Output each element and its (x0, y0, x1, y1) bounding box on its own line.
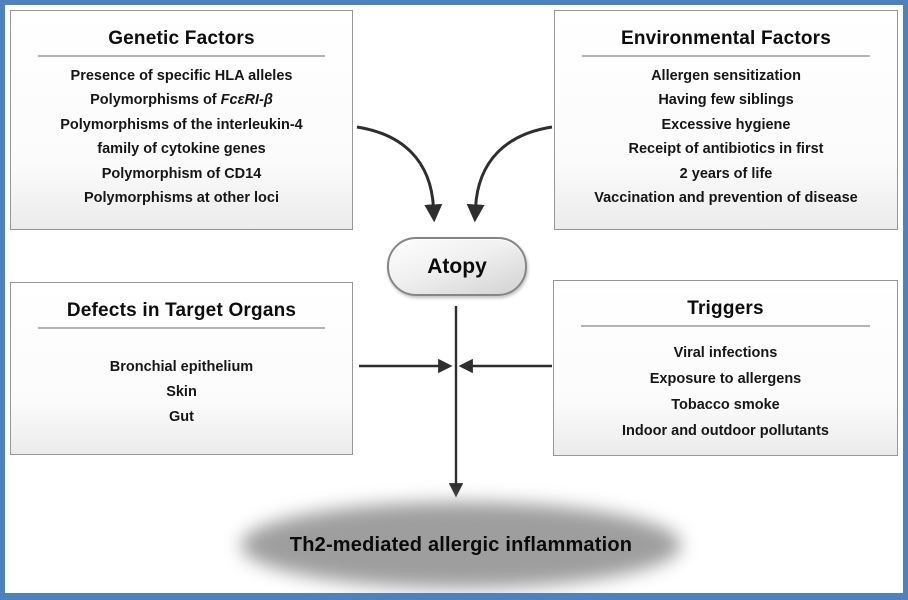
box-item: Vaccination and prevention of disease (594, 190, 858, 206)
box-item: Polymorphisms of FcεRI-β (90, 92, 273, 108)
defects-in-target-organs-box: Defects in Target Organs Bronchial epith… (10, 282, 353, 455)
box-item: Having few siblings (658, 92, 794, 108)
box-item: Skin (166, 383, 197, 400)
environment-to-atopy-arrow (466, 125, 553, 223)
genetic-to-atopy-arrow (356, 125, 443, 223)
title-underline (582, 55, 870, 57)
genetic-factors-title: Genetic Factors (108, 28, 255, 49)
genetic-factors-box: Genetic Factors Presence of specific HLA… (10, 10, 353, 230)
box-item: Gut (169, 408, 194, 425)
box-item: Bronchial epithelium (109, 358, 254, 375)
box-item: Polymorphisms at other loci (84, 190, 279, 206)
environmental-factors-title: Environmental Factors (620, 28, 832, 49)
title-underline (38, 55, 325, 57)
atopy-node: Atopy (387, 237, 527, 296)
defects-in-target-organs-title: Defects in Target Organs (66, 300, 297, 321)
triggers-title: Triggers (687, 298, 764, 319)
environmental-factors-box: Environmental Factors Allergen sensitiza… (554, 10, 898, 230)
box-item: Receipt of antibiotics in first 2 years … (628, 141, 824, 182)
box-item: Allergen sensitization (651, 67, 801, 84)
title-underline (38, 327, 325, 329)
box-item: Tobacco smoke (671, 396, 780, 413)
box-item: Viral infections (673, 344, 778, 361)
box-item: Indoor and outdoor pollutants (622, 422, 829, 439)
box-item: Polymorphism of CD14 (101, 165, 262, 182)
box-item: Excessive hygiene (661, 116, 791, 133)
title-underline (581, 325, 870, 327)
outcome-ellipse-shape (241, 502, 681, 588)
outcome-label: Th2-mediated allergic inflammation (289, 533, 633, 556)
atopy-node-label: Atopy (427, 254, 487, 278)
box-item: Exposure to allergens (649, 370, 802, 387)
box-item: Presence of specific HLA alleles (70, 67, 293, 84)
box-item: Polymorphisms of the interleukin-4 famil… (60, 116, 303, 158)
